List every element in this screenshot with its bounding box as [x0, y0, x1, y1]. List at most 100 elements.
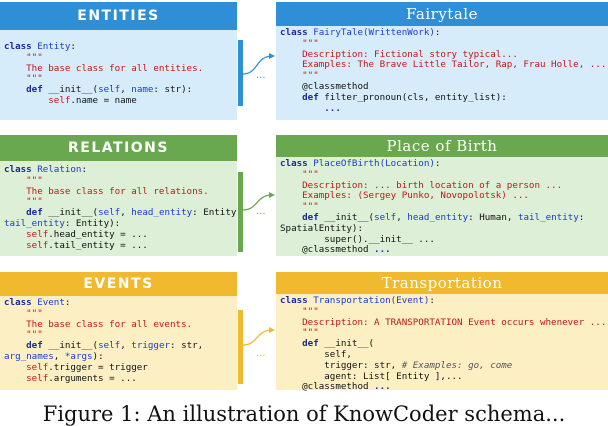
code-token: Description: Fictional story typical... — [280, 48, 518, 60]
code-token: : str): — [153, 84, 193, 96]
code-token: def — [4, 207, 49, 219]
bracket-entities — [238, 40, 243, 106]
code-relations: class Relation: """ The base class for a… — [4, 164, 242, 251]
code-token: PlaceOfBirth(Location) — [313, 158, 435, 169]
panel-title-fairytale: Fairytale — [276, 2, 608, 26]
code-line: """ — [280, 327, 604, 339]
code-line: arg_names, *args): — [4, 350, 233, 363]
code-token: .name = name — [70, 94, 137, 106]
code-token: self — [98, 207, 121, 219]
code-line: """ — [280, 201, 604, 213]
code-token: class — [4, 41, 38, 52]
code-token: """ — [280, 201, 319, 213]
ellipsis-events: ... — [256, 348, 266, 359]
code-token: .head_entity = ... — [48, 228, 148, 240]
code-token: def — [280, 211, 325, 223]
code-token: """ — [280, 327, 319, 339]
code-token: self — [4, 372, 49, 384]
code-line: """ — [280, 70, 604, 82]
code-place-of-birth: class PlaceOfBirth(Location): """ Descri… — [280, 158, 604, 256]
code-token: .tail_entity = ... — [48, 239, 148, 251]
code-token: tail_entity — [4, 217, 65, 229]
panel-title-transportation: Transportation — [276, 272, 608, 294]
code-events: class Event: """ The base class for all … — [4, 297, 233, 384]
code-line: self.trigger = trigger — [4, 361, 233, 374]
code-line: class Transportation(Event): — [280, 295, 604, 307]
code-token: __init__( — [48, 84, 99, 96]
code-line: ... — [280, 102, 604, 115]
code-transportation: class Transportation(Event): """ Descrip… — [280, 295, 606, 393]
code-token: SpatialEntity): — [280, 222, 363, 234]
code-token: filter_pronoun(cls, entity_list): — [324, 91, 507, 103]
code-token: """ — [4, 73, 43, 85]
code-line: @classmethod — [280, 80, 604, 93]
code-token: Examples: The Brave Little Tailor, Rap, … — [280, 59, 607, 71]
code-token: @classmethod — [280, 244, 375, 256]
code-token: Description: ... birth location of a per… — [280, 179, 563, 191]
panel-title-relations: RELATIONS — [0, 135, 237, 161]
code-token: FairyTale(WrittenWork) — [313, 27, 435, 38]
code-token: class — [4, 164, 38, 175]
code-line: self.name = name — [4, 94, 233, 107]
code-token: ... — [280, 102, 341, 114]
code-token: @classmethod — [280, 381, 375, 393]
code-token: """ — [4, 307, 43, 319]
code-token: , — [120, 340, 132, 352]
code-token: super().__init__ ... — [280, 233, 435, 245]
code-token: ... — [374, 381, 391, 393]
code-line: def __init__(self, trigger: str, — [4, 340, 233, 352]
panel-place-of-birth: Place of Birth class PlaceOfBirth(Locati… — [276, 135, 608, 256]
panel-entities: ENTITIES class Entity: """ The base clas… — [0, 2, 237, 120]
code-token: arg_names — [4, 350, 54, 362]
figure-caption: Figure 1: An illustration of KnowCoder s… — [42, 402, 566, 426]
code-token: *args — [64, 350, 93, 362]
code-token: : — [81, 164, 88, 175]
code-token: self — [98, 84, 121, 96]
code-token: agent: List[ Entity ],... — [280, 370, 463, 382]
code-token: class — [280, 158, 314, 169]
code-token: # Examples: go, come — [401, 359, 513, 371]
code-token: : — [434, 27, 441, 38]
bracket-relations — [238, 172, 243, 252]
code-token: """ — [280, 168, 319, 180]
panel-title-place-of-birth: Place of Birth — [276, 135, 608, 157]
code-line: class Event: — [4, 297, 233, 309]
code-token: trigger: str, — [280, 359, 402, 371]
code-line: class PlaceOfBirth(Location): — [280, 158, 604, 170]
code-line: super().__init__ ... — [280, 233, 604, 246]
code-line: tail_entity: Entity): — [4, 217, 233, 230]
code-token: head_entity — [131, 207, 193, 219]
code-token: : Human, — [468, 211, 518, 223]
code-line: Examples: The Brave Little Tailor, Rap, … — [280, 59, 607, 71]
code-line: """ — [4, 196, 233, 208]
arrowhead-relations — [269, 192, 275, 198]
code-token: self — [98, 340, 121, 352]
code-token: : str, — [170, 340, 204, 352]
code-line: @classmethod ... — [280, 381, 604, 393]
code-token: def — [280, 338, 325, 350]
code-token: """ — [4, 196, 43, 208]
code-token: """ — [4, 329, 43, 341]
code-token: def — [4, 340, 49, 352]
code-token: , — [396, 211, 408, 223]
bracket-events — [238, 310, 243, 384]
code-line: class FairyTale(WrittenWork): — [280, 27, 604, 39]
code-token: __init__( — [324, 338, 375, 350]
code-token: : Entity, — [192, 207, 242, 219]
panel-title-entities: ENTITIES — [0, 2, 237, 30]
code-token: @classmethod — [280, 80, 369, 92]
code-line: @classmethod ... — [280, 244, 604, 256]
code-token: """ — [280, 70, 319, 82]
arrowhead-entities — [269, 53, 275, 59]
panel-title-events: EVENTS — [0, 272, 237, 296]
code-token: __init__( — [324, 211, 375, 223]
code-token: """ — [280, 305, 319, 317]
code-token: Event — [37, 297, 65, 308]
code-line: def __init__(self, name: str): — [4, 84, 233, 96]
code-token: head_entity — [407, 211, 469, 223]
code-token: class — [280, 295, 314, 306]
code-token: Examples: (Sergey Punko, Novopolotsk) ..… — [280, 190, 529, 202]
code-fairytale: class FairyTale(WrittenWork): """ Descri… — [280, 27, 607, 115]
arrowhead-events — [269, 327, 275, 333]
code-token: self — [4, 361, 49, 373]
